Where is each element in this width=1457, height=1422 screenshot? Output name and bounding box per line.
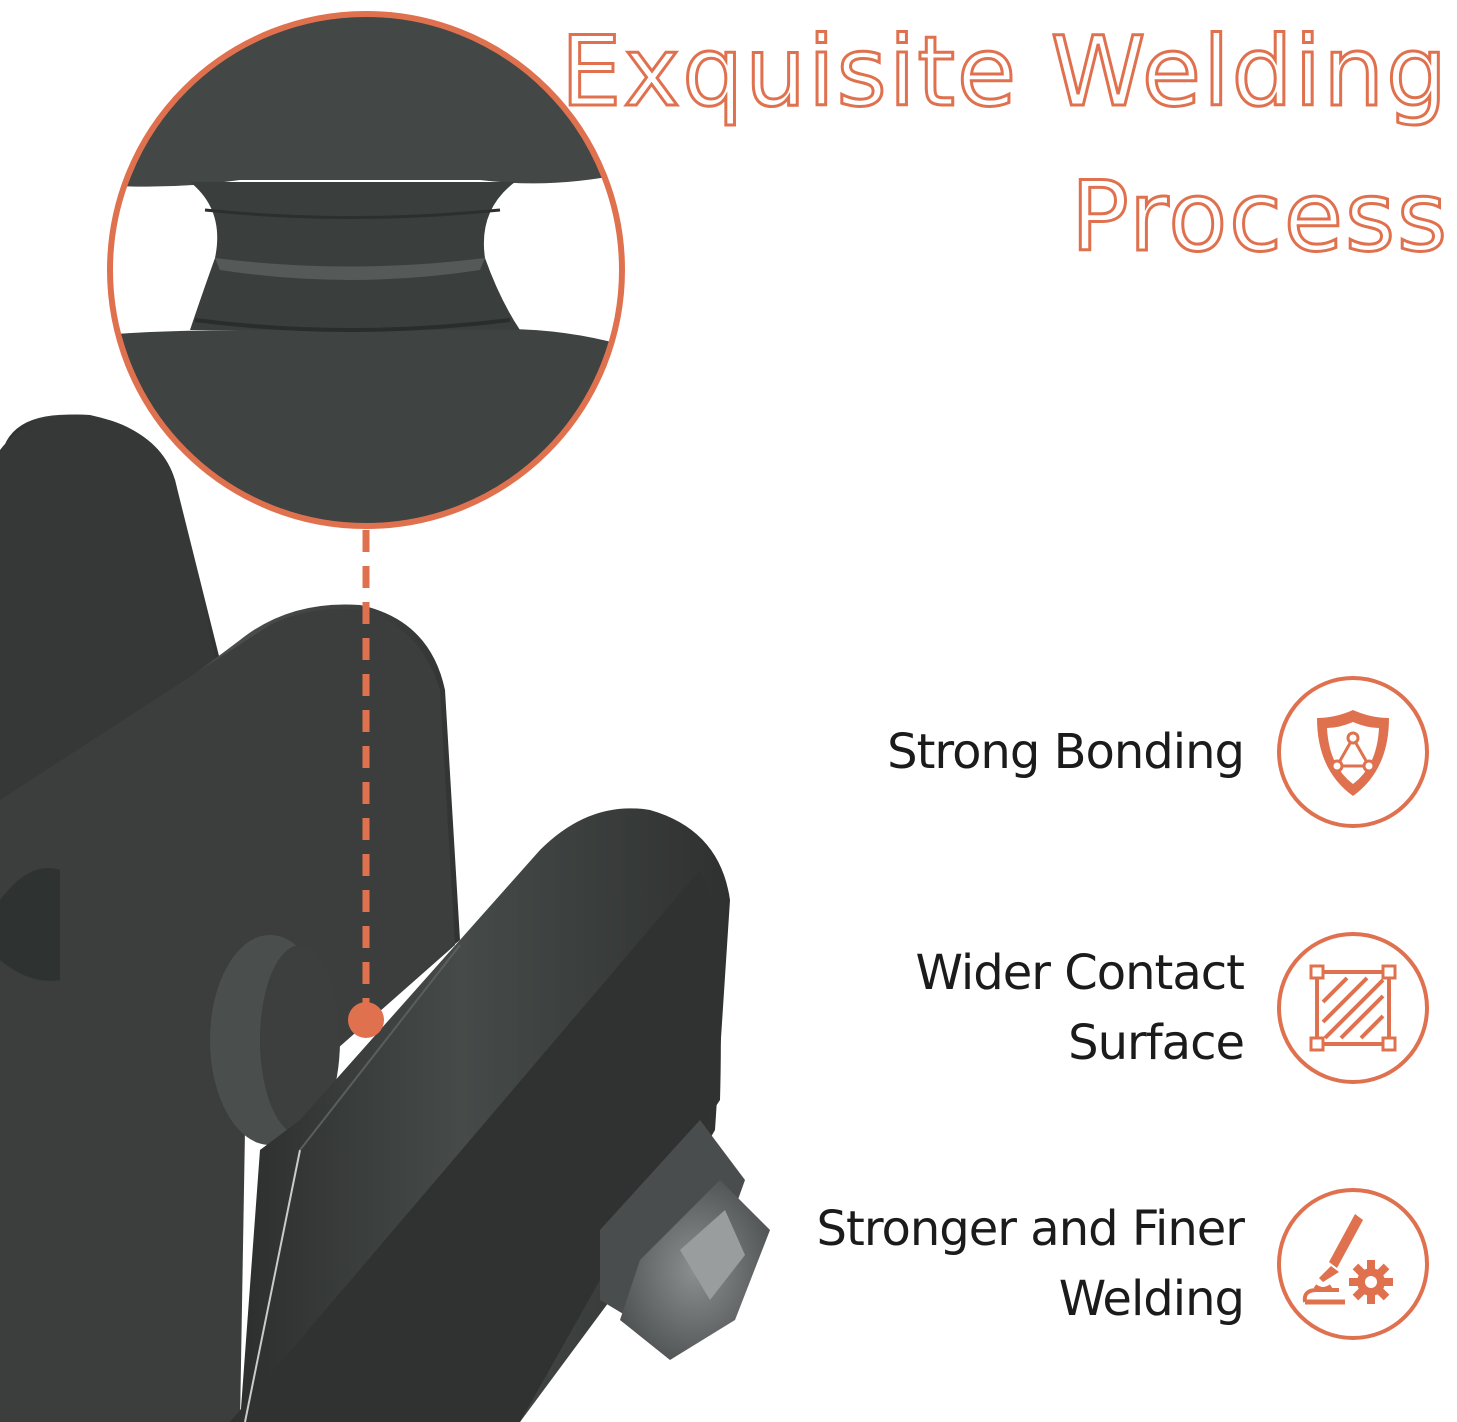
valve-nut [600,1120,770,1360]
callout-dot [348,1002,384,1038]
feature-label-line-2: Surface [1068,1015,1245,1071]
zoom-detail-circle [107,11,625,529]
feature-label-line-1: Wider Contact [915,945,1245,1001]
hatched-square-icon [1275,930,1431,1086]
title-line-2: Process [1069,160,1449,275]
feature-strong-bonding: Strong Bonding [700,672,1457,832]
feature-label: Strong Bonding [887,672,1245,832]
shield-triangle-icon [1275,674,1431,830]
feature-stronger-finer-welding: Stronger and Finer Welding [700,1184,1457,1344]
page-title: Exquisite Welding Process [559,0,1449,290]
feature-label: Stronger and Finer Welding [816,1184,1245,1344]
feature-label-line-1: Strong Bonding [887,724,1245,780]
weld-collar [210,935,340,1145]
feature-wider-contact-surface: Wider Contact Surface [700,928,1457,1088]
welding-torch-gear-icon [1275,1186,1431,1342]
feature-label-line-1: Stronger and Finer [816,1201,1245,1257]
title-line-1: Exquisite Welding [559,15,1449,130]
feature-label: Wider Contact Surface [915,928,1245,1088]
feature-label-line-2: Welding [1058,1271,1245,1327]
